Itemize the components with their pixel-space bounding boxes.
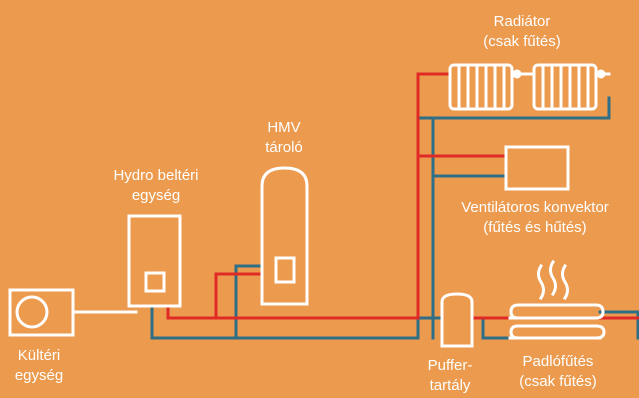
- floor-heating: [508, 259, 606, 340]
- fan-icon: [15, 295, 49, 329]
- supply-lines: [166, 72, 639, 320]
- radiator-icon: [448, 63, 611, 111]
- label-floor-heating: Padlófűtés (csak fűtés): [519, 353, 597, 390]
- fan-convector: [504, 145, 570, 191]
- label-radiator: Radiátor (csak fűtés): [483, 13, 561, 50]
- buffer-tank: [440, 292, 474, 348]
- label-fan-convector: Ventilátoros konvektor (fűtés és hűtés): [461, 199, 609, 236]
- label-buffer-tank: Puffer- tartály: [427, 357, 473, 394]
- dhw-tank: [260, 166, 309, 306]
- label-hydro-indoor-unit: Hydro beltéri egység: [113, 167, 199, 204]
- label-outdoor-unit: Kültéri egység: [14, 347, 64, 384]
- heat-waves-icon: [537, 259, 569, 301]
- hydro-indoor-unit: [127, 214, 182, 308]
- label-dhw-tank: HMV tároló: [265, 119, 303, 156]
- floor-coil-icon: [508, 303, 606, 340]
- outdoor-unit: [8, 288, 75, 337]
